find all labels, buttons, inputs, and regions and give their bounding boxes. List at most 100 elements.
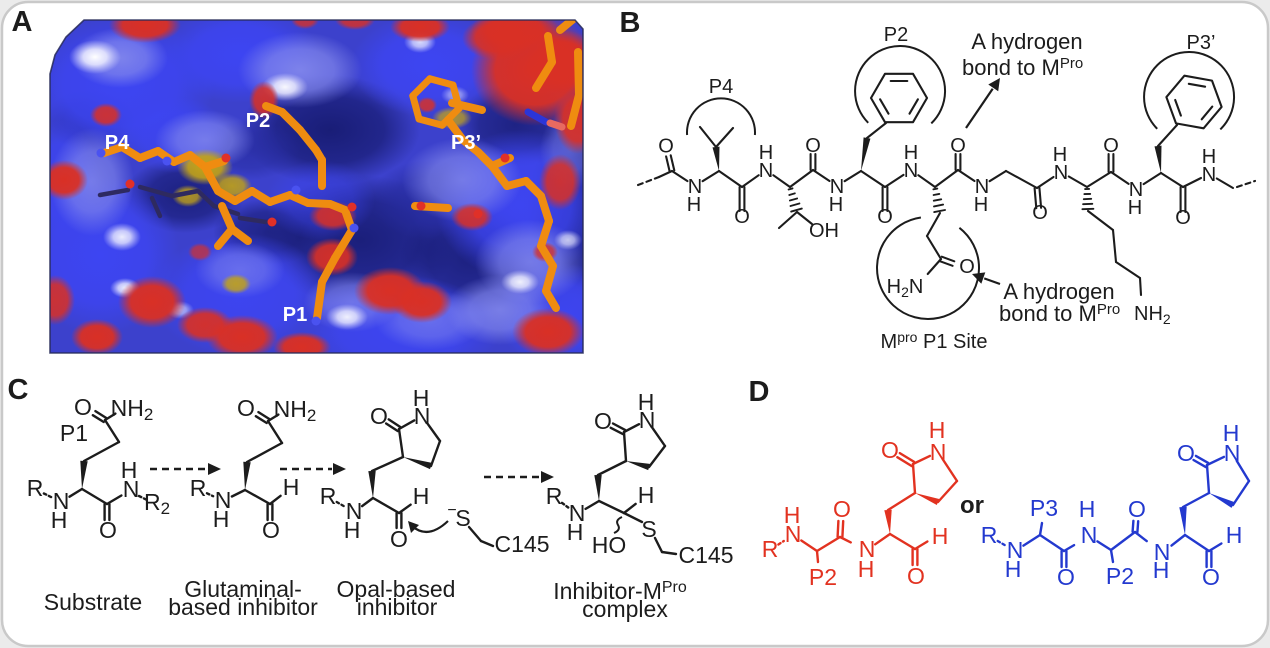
svg-text:A hydrogen: A hydrogen <box>1003 279 1114 304</box>
svg-text:A: A <box>12 6 33 38</box>
svg-text:P4: P4 <box>709 76 733 98</box>
svg-text:N: N <box>1224 440 1241 466</box>
svg-text:N: N <box>930 439 947 465</box>
svg-text:N: N <box>785 521 802 547</box>
svg-text:H: H <box>344 517 361 543</box>
svg-text:H: H <box>1005 556 1022 582</box>
svg-text:N: N <box>975 176 989 198</box>
svg-text:O: O <box>1032 202 1048 224</box>
svg-text:P2: P2 <box>809 564 837 590</box>
svg-text:S: S <box>455 505 470 531</box>
svg-text:H: H <box>1079 496 1096 522</box>
svg-text:H: H <box>932 523 949 549</box>
svg-text:N: N <box>759 160 773 182</box>
svg-text:R2: R2 <box>144 489 170 518</box>
svg-text:Opal-based: Opal-based <box>337 576 456 602</box>
svg-text:NH2: NH2 <box>111 395 154 424</box>
svg-text:C145: C145 <box>495 531 550 557</box>
svg-text:−: − <box>447 502 456 519</box>
svg-text:O: O <box>833 496 851 522</box>
svg-text:Mpro P1 Site: Mpro P1 Site <box>881 329 988 353</box>
svg-text:O: O <box>950 135 966 157</box>
svg-text:or: or <box>960 492 984 519</box>
svg-text:D: D <box>749 376 770 408</box>
svg-text:P3: P3 <box>1030 495 1058 521</box>
svg-text:H2N: H2N <box>887 276 924 300</box>
svg-text:H: H <box>567 519 584 545</box>
svg-text:P4: P4 <box>105 132 130 154</box>
svg-text:H: H <box>413 483 430 509</box>
svg-text:O: O <box>594 408 612 434</box>
svg-text:bond to MPro: bond to MPro <box>962 55 1083 80</box>
svg-text:P2: P2 <box>1106 563 1134 589</box>
svg-text:H: H <box>1202 146 1216 168</box>
svg-text:B: B <box>620 7 641 39</box>
svg-text:N: N <box>904 160 918 182</box>
svg-text:R: R <box>320 483 337 509</box>
svg-text:O: O <box>390 526 408 552</box>
svg-text:H: H <box>904 142 918 164</box>
svg-text:R: R <box>27 475 44 501</box>
svg-text:N: N <box>1054 162 1068 184</box>
svg-text:R: R <box>762 536 779 562</box>
svg-text:O: O <box>734 206 750 228</box>
svg-text:R: R <box>190 475 207 501</box>
svg-text:C: C <box>8 374 29 406</box>
svg-text:H: H <box>638 482 655 508</box>
svg-text:H: H <box>784 502 801 528</box>
svg-text:O: O <box>959 256 975 278</box>
svg-text:N: N <box>639 407 656 433</box>
svg-text:OH: OH <box>809 220 839 242</box>
svg-text:O: O <box>262 517 280 543</box>
svg-text:P2: P2 <box>884 24 908 46</box>
svg-text:O: O <box>1128 496 1146 522</box>
svg-text:N: N <box>688 176 702 198</box>
svg-text:H: H <box>51 507 68 533</box>
svg-text:N: N <box>569 500 586 526</box>
svg-text:H: H <box>759 142 773 164</box>
svg-text:NH2: NH2 <box>274 396 317 425</box>
svg-text:H: H <box>1053 144 1067 166</box>
svg-text:bond to MPro: bond to MPro <box>999 301 1120 326</box>
svg-text:H: H <box>974 194 988 216</box>
svg-text:R: R <box>546 483 563 509</box>
svg-text:O: O <box>1175 207 1191 229</box>
svg-text:O: O <box>370 403 388 429</box>
svg-text:O: O <box>877 206 893 228</box>
svg-text:A hydrogen: A hydrogen <box>971 29 1082 54</box>
svg-text:H: H <box>929 417 946 443</box>
svg-text:H: H <box>687 194 701 216</box>
svg-text:H: H <box>638 389 655 415</box>
svg-text:N: N <box>830 176 844 198</box>
svg-text:P3’: P3’ <box>451 132 481 154</box>
svg-text:H: H <box>121 457 138 483</box>
svg-text:N: N <box>1154 539 1171 565</box>
svg-text:O: O <box>907 563 925 589</box>
svg-text:H: H <box>1223 420 1240 446</box>
svg-text:N: N <box>215 487 232 513</box>
svg-text:P1: P1 <box>283 304 307 326</box>
svg-text:H: H <box>1128 197 1142 219</box>
svg-text:O: O <box>805 135 821 157</box>
svg-text:P2: P2 <box>246 110 270 132</box>
svg-text:O: O <box>1177 440 1195 466</box>
svg-text:Substrate: Substrate <box>44 589 142 615</box>
svg-text:P3’: P3’ <box>1187 32 1216 54</box>
svg-text:O: O <box>658 136 674 158</box>
svg-text:O: O <box>1103 135 1119 157</box>
svg-text:H: H <box>213 506 230 532</box>
svg-text:O: O <box>1202 564 1220 590</box>
svg-text:N: N <box>53 488 70 514</box>
svg-text:based inhibitor: based inhibitor <box>168 594 318 620</box>
svg-text:O: O <box>881 437 899 463</box>
svg-text:N: N <box>1129 179 1143 201</box>
svg-text:N: N <box>414 403 431 429</box>
svg-text:O: O <box>237 395 255 421</box>
svg-text:N: N <box>859 536 876 562</box>
svg-text:NH2: NH2 <box>1134 303 1171 327</box>
svg-text:complex: complex <box>582 596 668 622</box>
svg-text:O: O <box>74 394 92 420</box>
svg-text:S: S <box>641 516 656 542</box>
svg-text:HO: HO <box>592 532 627 558</box>
svg-text:H: H <box>829 194 843 216</box>
